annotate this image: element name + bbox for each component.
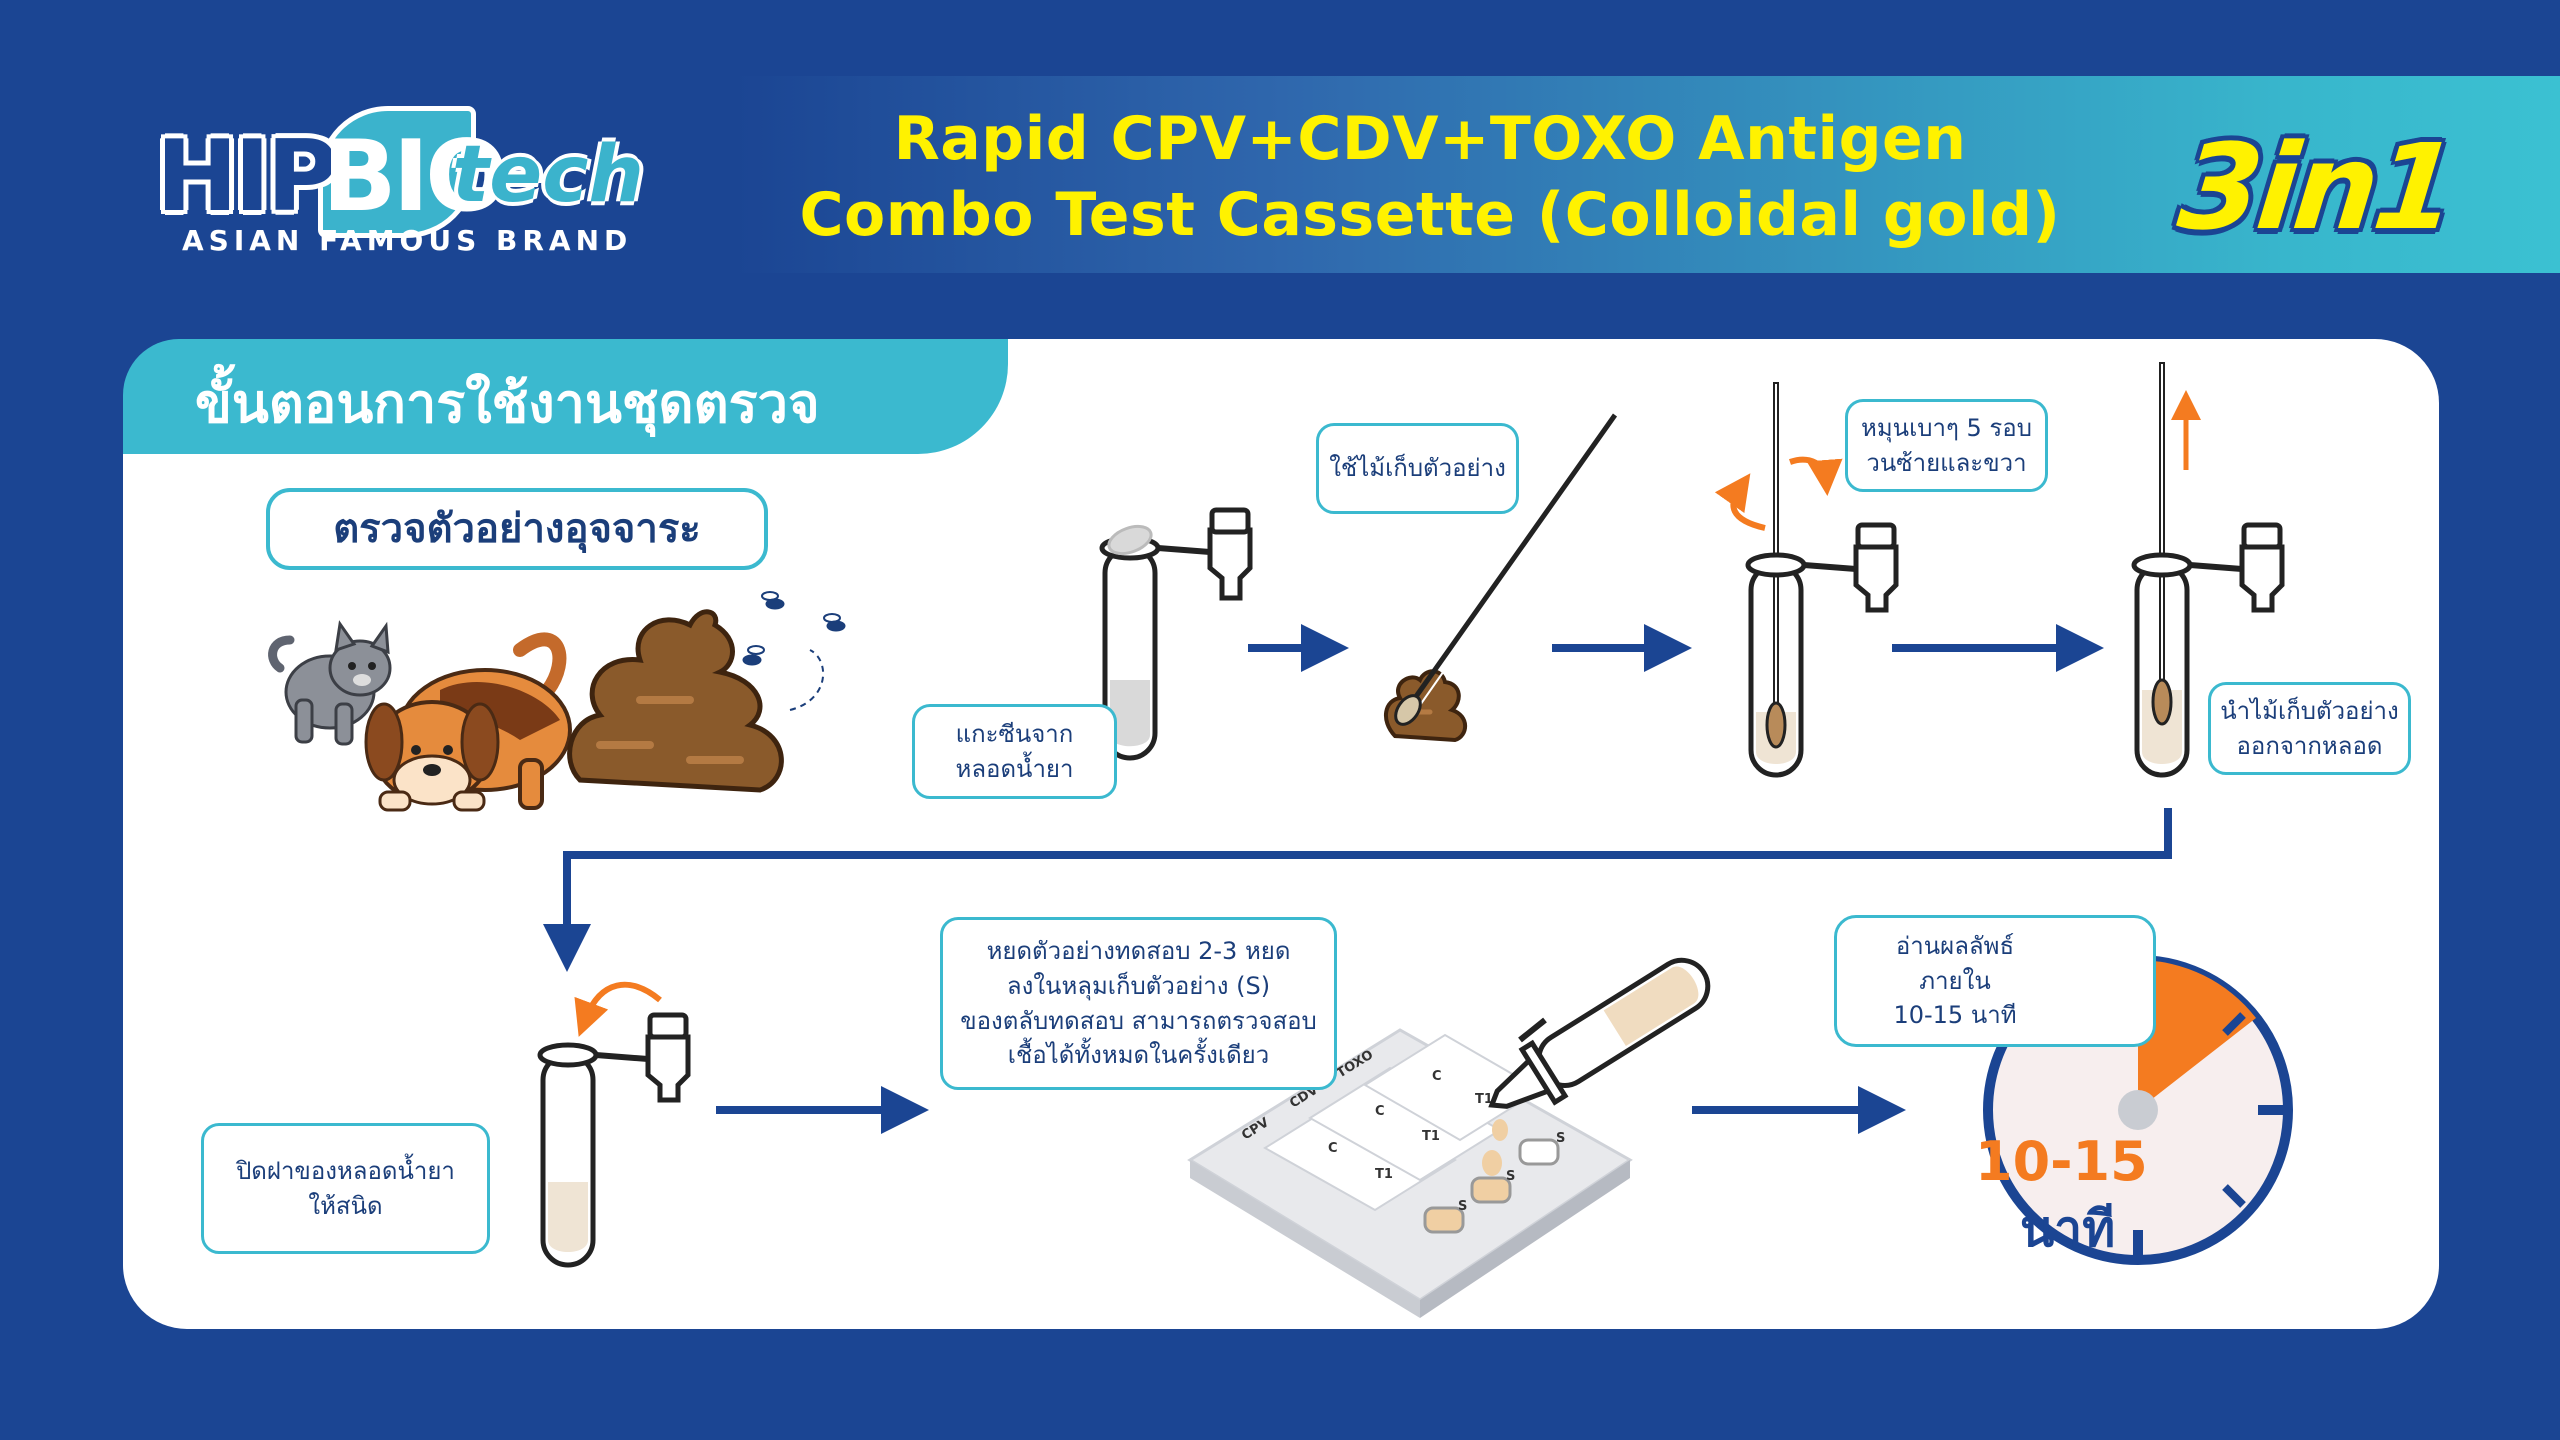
timer-elapsed-segment [2138, 960, 2256, 1110]
close-lid-arrow-icon [574, 981, 662, 1037]
tube-swab-removed [2131, 362, 2285, 778]
section-title: ขั้นตอนการใช้งานชุดตรวจ [195, 372, 820, 435]
line-label-c: C [1375, 1104, 1385, 1119]
stool-illustration [567, 609, 784, 793]
step-1-line-2: หลอดน้ำยา [955, 754, 1074, 783]
flies-icon [742, 591, 846, 711]
test-cassette [1187, 1028, 1633, 1318]
line-label-t: T1 [1422, 1129, 1440, 1144]
logo-hip-text: HIP [156, 120, 338, 234]
sample-type-text: ตรวจตัวอย่างอุจจาระ [333, 506, 701, 552]
sample-well-s [1470, 1176, 1512, 1204]
step-5-label: ปิดฝาของหลอดน้ำยา ให้สนิด [201, 1123, 490, 1254]
step-4-line-1: นำไม้เก็บตัวอย่าง [2220, 696, 2399, 725]
step-6-line-1: หยดตัวอย่างทดสอบ 2-3 หยด [986, 936, 1291, 965]
step-2-line-1: ใช้ไม้เก็บตัวอย่าง [1329, 454, 1506, 483]
well-label-s: S [1556, 1131, 1565, 1146]
tube-with-swab-rotating [1714, 382, 1899, 778]
line-label-t: T1 [1375, 1167, 1393, 1182]
line-label-t: T1 [1475, 1092, 1493, 1107]
step-6-line-2: ลงในหลุมเก็บตัวอย่าง (S) [1006, 971, 1271, 1000]
well-label-s: S [1506, 1169, 1515, 1184]
step-3-line-1: หมุนเบาๆ 5 รอบ [1861, 413, 2032, 442]
dropper-tube [1488, 957, 1711, 1109]
section-tab [123, 339, 1008, 454]
step-4-label: นำไม้เก็บตัวอย่าง ออกจากหลอด [2208, 682, 2411, 775]
step-6-line-3: ของตลับทดสอบ สามารถตรวจสอบ [960, 1006, 1317, 1035]
well-label-s: S [1458, 1199, 1467, 1214]
step-7-label: อ่านผลลัพธ์ ภายใน 10-15 นาที [1834, 915, 2156, 1047]
step-3-line-2: วนซ้ายและขวา [1866, 448, 2027, 477]
step-7-line-2: ภายใน [1919, 966, 1991, 995]
step-1-line-1: แกะซีนจาก [955, 719, 1074, 748]
swab-collecting-stool [1384, 413, 1621, 743]
row-connector-arrow [543, 808, 2172, 972]
sample-well-s [1423, 1206, 1465, 1234]
step-1-label: แกะซีนจาก หลอดน้ำยา [912, 704, 1117, 799]
product-title-line-1: Rapid CPV+CDV+TOXO Antigen [893, 104, 1967, 174]
step-7-line-1: อ่านผลลัพธ์ [1895, 931, 2015, 960]
rotate-right-icon [1789, 456, 1843, 496]
logo-bio-text: BIO [322, 120, 508, 234]
cat-illustration [268, 620, 392, 746]
product-title-line-2: Combo Test Cassette (Colloidal gold) [799, 180, 2061, 250]
timer-unit-text: นาที [2020, 1200, 2116, 1258]
step-5-line-1: ปิดฝาของหลอดน้ำยา [236, 1156, 455, 1185]
step-6-label: หยดตัวอย่างทดสอบ 2-3 หยด ลงในหลุมเก็บตัว… [940, 917, 1337, 1090]
tube-open-lid [1099, 507, 1253, 761]
step-5-line-2: ให้สนิด [308, 1191, 383, 1220]
dog-illustration [364, 632, 572, 812]
step-6-line-4: เชื้อได้ทั้งหมดในครั้งเดียว [1007, 1041, 1270, 1070]
step-7-line-3: 10-15 นาที [1893, 1001, 2017, 1030]
step-3-label: หมุนเบาๆ 5 รอบ วนซ้ายและขวา [1845, 399, 2048, 492]
line-label-c: C [1328, 1141, 1338, 1156]
timer-range-text: 10-15 [1975, 1130, 2148, 1193]
sample-type-label: ตรวจตัวอย่างอุจจาระ [266, 488, 768, 570]
sample-drop [1482, 1150, 1502, 1176]
line-label-c: C [1432, 1069, 1442, 1084]
rotate-left-icon [1714, 473, 1766, 531]
step-2-label: ใช้ไม้เก็บตัวอย่าง [1316, 423, 1519, 514]
header-band [735, 76, 2560, 273]
logo-tagline: ASIAN FAMOUS BRAND [182, 224, 633, 257]
logo-tech-text: tech [452, 130, 644, 220]
sample-drop [1492, 1119, 1508, 1141]
sample-well-s [1518, 1138, 1560, 1166]
logo-leaf-shape [318, 106, 476, 238]
step-4-line-2: ออกจากหลอด [2236, 731, 2383, 760]
tube-closing-lid [537, 981, 691, 1268]
